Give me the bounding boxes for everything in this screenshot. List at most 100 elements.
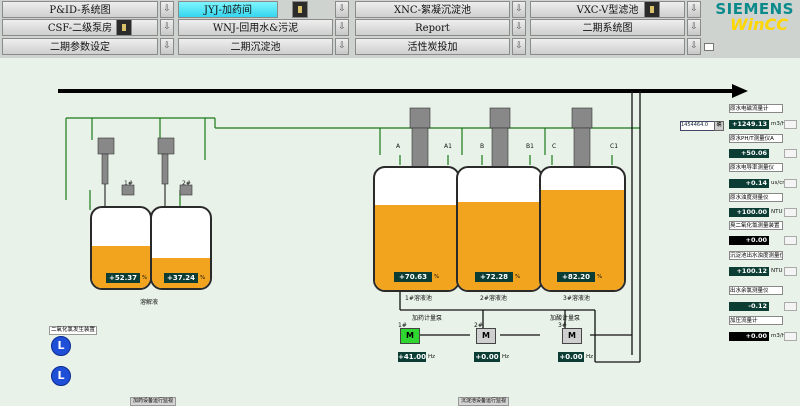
- stop-button-3[interactable]: [116, 19, 132, 36]
- nav-carbon-dosing[interactable]: 活性炭投加: [355, 38, 510, 55]
- dosing-tank-2-level: +37.24: [164, 273, 198, 283]
- meas-value: +0.00: [729, 332, 769, 341]
- meas-value: +100.12: [729, 267, 769, 276]
- meas-label: 原水浊度测量仪: [729, 193, 783, 202]
- meas-label: 出水余氯测量仪: [729, 286, 783, 295]
- nav-wnj-reuse[interactable]: WNJ-回用水&污泥: [178, 19, 333, 36]
- valve-tag: A1: [444, 143, 452, 150]
- mixing-tank-1-caption: 1#溶液池: [405, 295, 432, 302]
- popup-confirm-button[interactable]: 确: [714, 121, 724, 131]
- mixing-tank-1-level: +70.63: [394, 272, 432, 282]
- unit-label: %: [434, 274, 440, 280]
- trend-icon[interactable]: [784, 332, 797, 341]
- pump-id: 2#: [474, 322, 483, 329]
- trend-icon[interactable]: [784, 179, 797, 188]
- meas-unit: m3/h: [771, 333, 786, 339]
- meas-value: +0.14: [729, 179, 769, 188]
- meas-value: +0.00: [729, 236, 769, 245]
- dosing-caption: 溶解液: [140, 299, 159, 306]
- meas-value: +100.00: [729, 208, 769, 217]
- dosing-tank-1-level: +52.37: [106, 273, 140, 283]
- unit-label: Hz: [502, 354, 510, 360]
- meas-value: +50.06: [729, 149, 769, 158]
- pump-name: 加酸计量泵: [550, 315, 581, 322]
- nav-arrow-3[interactable]: ⇩: [512, 1, 526, 18]
- window-min-icon[interactable]: [704, 43, 714, 51]
- meas-label: 加压流量计: [729, 316, 783, 325]
- nav-phase2-sedimentation[interactable]: 二期沉淀池: [178, 38, 333, 55]
- valve-tag: B1: [526, 143, 534, 150]
- nav-arrow-12[interactable]: ⇩: [687, 38, 701, 55]
- meas-unit: NTU: [771, 209, 783, 215]
- pump-3-freq: +0.00: [558, 352, 584, 362]
- meas-unit: us/cm: [771, 180, 788, 186]
- pump-id: 3#: [558, 322, 567, 329]
- meas-label: 原水电导率测量仪: [729, 163, 783, 172]
- siemens-logo: SIEMENS: [715, 0, 794, 18]
- stop-button[interactable]: [292, 1, 308, 18]
- pump-2-freq: +0.00: [474, 352, 500, 362]
- chlorine-generator-1[interactable]: L: [51, 336, 71, 356]
- wincc-logo: WinCC: [729, 15, 788, 34]
- valve-tag: C: [552, 143, 557, 150]
- nav-empty[interactable]: [530, 38, 685, 55]
- nav-arrow-4[interactable]: ⇩: [687, 1, 701, 18]
- nav-arrow-9[interactable]: ⇩: [160, 38, 174, 55]
- nav-arrow-11[interactable]: ⇩: [512, 38, 526, 55]
- nav-arrow-1[interactable]: ⇩: [160, 1, 174, 18]
- unit-label: Hz: [586, 354, 594, 360]
- pump-2[interactable]: M: [476, 328, 496, 344]
- trend-icon[interactable]: [784, 302, 797, 311]
- meas-label: 原水电磁流量计: [729, 104, 783, 113]
- trend-icon[interactable]: [784, 267, 797, 276]
- unit-label: %: [597, 274, 603, 280]
- nav-pid-system[interactable]: P&ID-系统图: [2, 1, 158, 18]
- meas-unit: NTU: [771, 268, 783, 274]
- nav-arrow-2[interactable]: ⇩: [335, 1, 349, 18]
- nav-phase2-params[interactable]: 二期参数设定: [2, 38, 158, 55]
- nav-arrow-6[interactable]: ⇩: [335, 19, 349, 36]
- chlorine-generator-2[interactable]: L: [51, 366, 71, 386]
- chlorine-generator-label: 二氧化氯发生装置: [49, 326, 98, 335]
- unit-label: Hz: [428, 354, 436, 360]
- nav-arrow-5[interactable]: ⇩: [160, 19, 174, 36]
- mixing-tank-2-caption: 2#溶液池: [480, 295, 507, 302]
- tank-id-label: 1#: [124, 180, 133, 187]
- top-navigation: P&ID-系统图 ⇩ JYJ-加药间 ⇩ XNC-絮凝沉淀池 ⇩ VXC-V型滤…: [0, 0, 800, 58]
- nav-jyj-dosing[interactable]: JYJ-加药间: [178, 1, 278, 18]
- pump-3[interactable]: M: [562, 328, 582, 344]
- nav-arrow-10[interactable]: ⇩: [335, 38, 349, 55]
- valve-tag: C1: [610, 143, 619, 150]
- nav-xnc-flocculation[interactable]: XNC-絮凝沉淀池: [355, 1, 510, 18]
- trend-icon[interactable]: [784, 208, 797, 217]
- pump-1[interactable]: M: [400, 328, 420, 344]
- meas-value: +1249.13: [729, 120, 769, 129]
- trend-icon[interactable]: [784, 120, 797, 129]
- mixing-tank-3-level: +82.20: [557, 272, 595, 282]
- pump-id: 1#: [398, 322, 407, 329]
- nav-arrow-7[interactable]: ⇩: [512, 19, 526, 36]
- meas-value: -0.12: [729, 302, 769, 311]
- mixing-tank-3-caption: 3#溶液池: [563, 295, 590, 302]
- unit-label: %: [142, 275, 148, 281]
- dosing-tank-1[interactable]: [90, 206, 152, 290]
- meas-unit: m3/h: [771, 121, 786, 127]
- nav-report[interactable]: Report: [355, 19, 510, 36]
- stop-button-2[interactable]: [644, 1, 660, 18]
- trend-icon[interactable]: [784, 236, 797, 245]
- unit-label: %: [515, 274, 521, 280]
- value-input-popup[interactable]: 1454464.0: [680, 121, 715, 131]
- pump-1-freq: +41.00: [398, 352, 427, 362]
- nav-phase2-system[interactable]: 二期系统图: [530, 19, 685, 36]
- valve-tag: B: [480, 143, 485, 150]
- footer-button-dosing[interactable]: 加药设备运行监视: [130, 397, 177, 406]
- meas-label: 臭二氧化氯测量装置: [729, 221, 783, 230]
- footer-button-sedimentation[interactable]: 沉淀池设备运行监视: [458, 397, 510, 406]
- pump-name: 加药计量泵: [412, 315, 443, 322]
- valve-tag: A: [396, 143, 401, 150]
- meas-label: 沉淀池出水浊度测量仪: [729, 251, 783, 260]
- meas-label: 原水PH/T测量仪A: [729, 134, 783, 143]
- nav-arrow-8[interactable]: ⇩: [687, 19, 701, 36]
- trend-icon[interactable]: [784, 149, 797, 158]
- unit-label: %: [200, 275, 206, 281]
